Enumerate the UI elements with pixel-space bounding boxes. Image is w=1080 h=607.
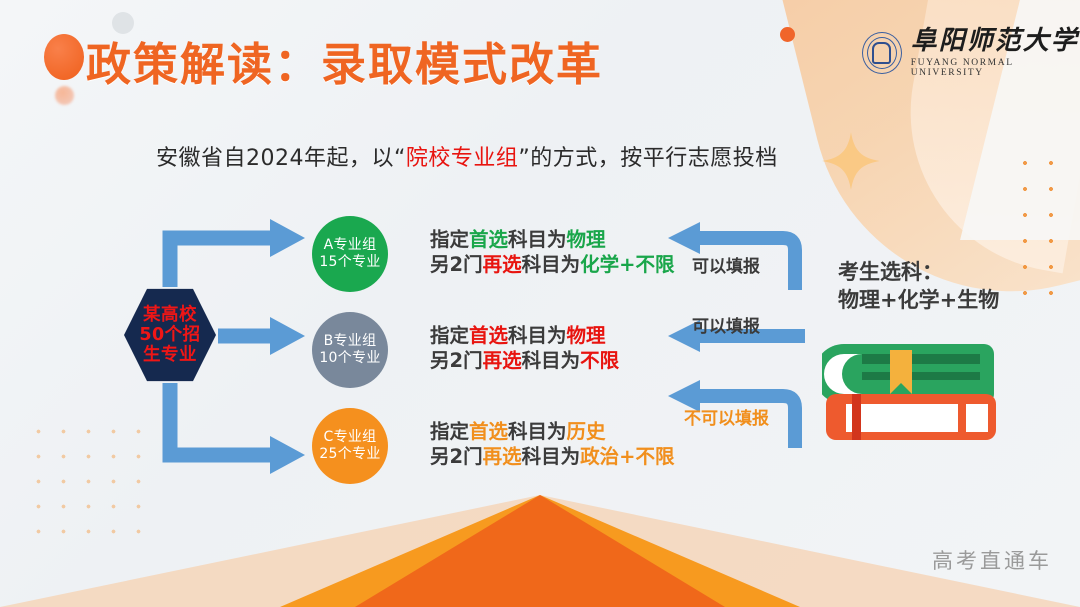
requirement-text-b: 指定首选科目为物理 另2门再选科目为不限 [430, 324, 619, 374]
subtitle: 安徽省自2024年起，以“院校专业组”的方式，按平行志愿投档 [156, 140, 778, 172]
arrow-head-a [270, 219, 305, 257]
gray-dot-decoration [112, 12, 134, 34]
student-note-line-1: 考生选科： [838, 260, 943, 284]
books-icon [822, 344, 996, 440]
university-seal-icon [862, 32, 902, 74]
requirement-a-line-2: 另2门再选科目为化学+不限 [430, 252, 675, 276]
verdict-label-c: 不可以填报 [684, 409, 769, 429]
orange-bullet-icon [44, 34, 84, 80]
university-logo: 阜阳师范大学 FUYANG NORMAL UNIVERSITY [862, 28, 1080, 78]
arrow-head-c [270, 436, 305, 474]
subtitle-part-before: 安徽省自2024年起，以“ [156, 146, 406, 171]
page-title: 政策解读：录取模式改革 [86, 38, 604, 91]
requirement-text-a: 指定首选科目为物理 另2门再选科目为化学+不限 [430, 228, 674, 278]
source-line-1: 某高校 [143, 304, 197, 325]
requirement-c-line-1: 指定首选科目为历史 [430, 420, 606, 443]
group-b-name: B专业组 [323, 332, 377, 349]
requirement-b-line-2: 另2门再选科目为不限 [430, 348, 620, 372]
orange-bullet-shadow-icon [55, 86, 74, 105]
group-circle-a: A专业组 15个专业 [312, 216, 388, 292]
source-line-3: 生专业 [143, 345, 197, 366]
logo-name-cn: 阜阳师范大学 [910, 26, 1079, 56]
subtitle-part-after: ”的方式，按平行志愿投档 [518, 146, 778, 171]
requirement-b-line-1: 指定首选科目为物理 [430, 324, 606, 347]
subtitle-highlight: 院校专业组 [405, 146, 519, 171]
source-line-2: 50个招 [139, 324, 201, 345]
group-c-count: 25个专业 [319, 446, 381, 462]
dot-grid-right-decoration [1012, 150, 1064, 310]
sparkle-icon [822, 132, 880, 190]
group-circle-b: B专业组 10个专业 [312, 312, 388, 388]
group-b-count: 10个专业 [319, 350, 381, 366]
group-a-name: A专业组 [323, 236, 377, 253]
group-a-count: 15个专业 [319, 254, 381, 270]
verdict-label-b: 可以填报 [692, 317, 760, 337]
group-c-name: C专业组 [323, 428, 377, 445]
verdict-label-a: 可以填报 [692, 257, 760, 277]
watermark-text: 高考直通车 [932, 549, 1052, 573]
requirement-c-line-2: 另2门再选科目为政治+不限 [430, 444, 675, 468]
requirement-text-c: 指定首选科目为历史 另2门再选科目为政治+不限 [430, 420, 674, 470]
orange-dot-decoration [780, 27, 795, 42]
student-note-line-2: 物理+化学+生物 [838, 288, 1000, 313]
group-circle-c: C专业组 25个专业 [312, 408, 388, 484]
source-hexagon: 某高校 50个招 生专业 [124, 288, 216, 382]
requirement-a-line-1: 指定首选科目为物理 [430, 228, 606, 251]
road-decoration [0, 477, 1080, 607]
logo-name-en: FUYANG NORMAL UNIVERSITY [910, 58, 1014, 78]
student-selection-note: 考生选科： 物理+化学+生物 [838, 258, 999, 315]
arrow-head-b [270, 317, 305, 355]
